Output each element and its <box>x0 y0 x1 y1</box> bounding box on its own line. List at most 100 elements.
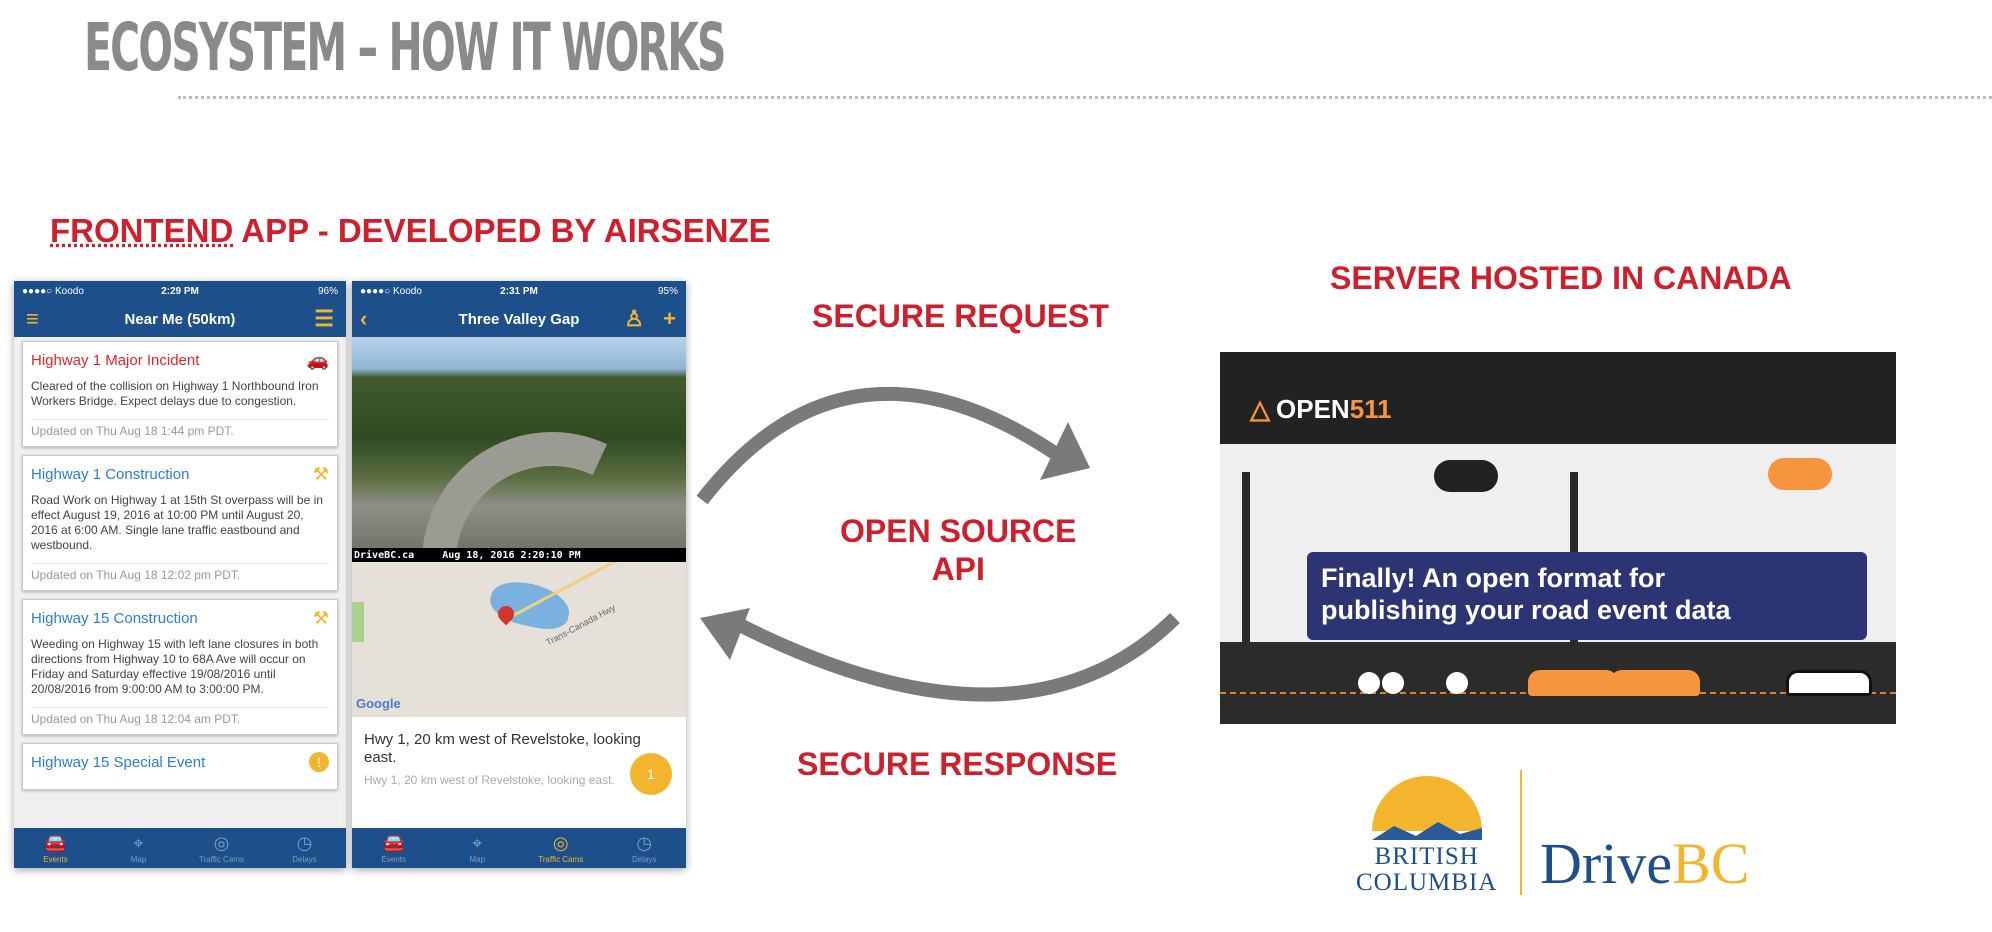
event-card[interactable]: Highway 1 Major Incident 🚗 Cleared of th… <box>22 341 338 447</box>
event-card[interactable]: Highway 15 Special Event ! <box>22 743 338 790</box>
carrier-label: ●●●●○ Koodo <box>22 285 84 297</box>
triangle-icon: △ <box>1250 394 1270 424</box>
truck-wheel <box>1446 672 1468 694</box>
frontend-heading-rest: APP - DEVELOPED BY AIRSENZE <box>233 212 771 249</box>
traffic-cam-phone-screenshot: ●●●●○ Koodo 2:31 PM 95% ‹ Three Valley G… <box>352 281 686 868</box>
secure-response-label: SECURE RESPONSE <box>797 746 1118 782</box>
server-heading: SERVER HOSTED IN CANADA <box>1330 260 1792 296</box>
event-body: Weeding on Highway 15 with left lane clo… <box>31 637 319 696</box>
slide-title: ECOSYSTEM – HOW IT WORKS <box>84 9 727 86</box>
nav-bar: ≡ Near Me (50km) ☰ <box>14 301 346 337</box>
response-arrow-head-icon <box>700 608 750 660</box>
status-bar: ●●●●○ Koodo 2:31 PM 95% <box>352 281 686 301</box>
car-crash-icon: 🚗 <box>306 350 329 370</box>
event-updated: Updated on Thu Aug 18 12:02 pm PDT. <box>31 563 329 582</box>
add-icon[interactable]: + <box>663 306 676 331</box>
bc-line1: BRITISH <box>1374 843 1479 870</box>
event-title: Highway 1 Major Incident <box>31 352 200 369</box>
map-icon: ⌖ <box>472 833 483 853</box>
filter-icon[interactable]: ☰ <box>314 306 334 331</box>
nav-bar: ‹ Three Valley Gap ♙ + <box>352 301 686 337</box>
event-body: Cleared of the collision on Highway 1 No… <box>31 379 319 408</box>
back-chevron-icon[interactable]: ‹ <box>360 306 368 331</box>
status-bar: ●●●●○ Koodo 2:29 PM 96% <box>14 281 346 301</box>
api-line: API <box>931 551 985 587</box>
event-title: Highway 1 Construction <box>31 466 190 483</box>
frontend-word: FRONTEND <box>50 212 234 249</box>
event-updated: Updated on Thu Aug 18 12:04 am PDT. <box>31 707 329 726</box>
title-divider <box>178 96 1992 99</box>
banner-message-line1: Finally! An open format for <box>1321 563 1665 593</box>
open-source-api-label: OPEN SOURCE API <box>840 512 1076 588</box>
tab-label: Map <box>469 855 486 864</box>
tab-traffic-cams[interactable]: ◎ Traffic Cams <box>519 828 603 868</box>
utility-pole <box>1242 472 1250 692</box>
car-icon <box>1610 670 1700 696</box>
construction-worker-icon: ⚒ <box>312 464 329 484</box>
tab-delays[interactable]: ◷Delays <box>263 828 346 868</box>
tab-label: Events <box>381 855 406 864</box>
event-updated: Updated on Thu Aug 18 1:44 pm PDT. <box>31 419 329 438</box>
camera-timestamp: Aug 18, 2016 2:20:10 PM <box>442 549 581 561</box>
drive-word: Drive <box>1540 831 1673 896</box>
event-card[interactable]: Highway 1 Construction ⚒ Road Work on Hi… <box>22 455 338 591</box>
clock-icon: ◷ <box>296 833 313 853</box>
pegman-icon[interactable]: ♙ <box>624 306 644 331</box>
camera-source: DriveBC.ca <box>354 549 415 561</box>
carrier-label: ●●●●○ Koodo <box>360 285 422 297</box>
camera-icon: ◎ <box>213 833 230 853</box>
camera-caption: DriveBC.ca Aug 18, 2016 2:20:10 PM <box>352 548 686 562</box>
secure-request-label: SECURE REQUEST <box>812 298 1109 334</box>
frontend-heading: FRONTEND APP - DEVELOPED BY AIRSENZE <box>50 212 771 250</box>
bc-word: BC <box>1672 831 1750 896</box>
construction-worker-icon: ⚒ <box>312 608 329 628</box>
truck-wheel <box>1382 672 1404 694</box>
hamburger-icon[interactable]: ≡ <box>26 306 39 331</box>
event-card[interactable]: Highway 15 Construction ⚒ Weeding on Hig… <box>22 599 338 735</box>
open511-banner-image: △OPEN511 Finally! An open format for pub… <box>1220 352 1896 724</box>
banner-header <box>1220 352 1896 444</box>
open-source-line: OPEN SOURCE <box>840 513 1077 549</box>
nav-title: Three Valley Gap <box>458 310 580 328</box>
tab-events[interactable]: 🚘 Events <box>352 828 436 868</box>
logo-divider <box>1520 770 1522 895</box>
battery-label: 95% <box>657 285 678 297</box>
logo-prefix: OPEN <box>1276 394 1350 424</box>
request-arrow-curve <box>696 386 1070 505</box>
tab-events[interactable]: 🚘Events <box>14 828 97 868</box>
car-icon <box>1786 670 1872 696</box>
bc-line2: COLUMBIA <box>1356 869 1498 896</box>
event-list: Highway 1 Major Incident 🚗 Cleared of th… <box>14 337 346 802</box>
tab-label: Traffic Cams <box>538 855 584 864</box>
tab-map[interactable]: ⌖ Map <box>436 828 520 868</box>
car-icon: 🚘 <box>382 833 405 853</box>
camera-detail-title: Hwy 1, 20 km west of Revelstoke, looking… <box>364 731 641 766</box>
event-title: Highway 15 Special Event <box>31 754 206 771</box>
camera-icon: ◎ <box>552 833 569 853</box>
request-response-arrows <box>696 386 1180 702</box>
battery-label: 96% <box>317 285 338 297</box>
map-park <box>352 602 364 642</box>
location-map[interactable]: Trans-Canada Hwy Google <box>352 562 686 717</box>
tab-traffic-cams[interactable]: ◎Traffic Cams <box>180 828 263 868</box>
clock-icon: ◷ <box>636 833 653 853</box>
event-title: Highway 15 Construction <box>31 610 198 627</box>
favorite-count-button[interactable]: 1 <box>630 753 672 795</box>
status-time: 2:31 PM <box>500 285 538 297</box>
tab-delays[interactable]: ◷Delays <box>603 828 687 868</box>
camera-detail-subtitle: Hwy 1, 20 km west of Revelstoke, looking… <box>364 773 615 787</box>
tab-map[interactable]: ⌖Map <box>97 828 180 868</box>
banner-message-box: Finally! An open format for publishing y… <box>1307 552 1867 640</box>
traffic-camera-image: DriveBC.ca Aug 18, 2016 2:20:10 PM <box>352 337 686 562</box>
logo-number: 511 <box>1349 394 1392 424</box>
events-phone-screenshot: ●●●●○ Koodo 2:29 PM 96% ≡ Near Me (50km)… <box>14 281 346 868</box>
drivebc-wordmark: DriveBC <box>1540 832 1749 896</box>
tab-bar: 🚘 Events ⌖ Map ◎ Traffic Cams ◷Delays <box>352 828 686 868</box>
request-arrow-head-icon <box>1040 422 1090 480</box>
nav-title: Near Me (50km) <box>124 310 236 328</box>
truck-wheel <box>1358 672 1380 694</box>
camera-detail: Hwy 1, 20 km west of Revelstoke, looking… <box>352 717 686 828</box>
car-icon: 🚘 <box>44 833 67 853</box>
tab-bar: 🚘Events ⌖Map ◎Traffic Cams ◷Delays <box>14 828 346 868</box>
